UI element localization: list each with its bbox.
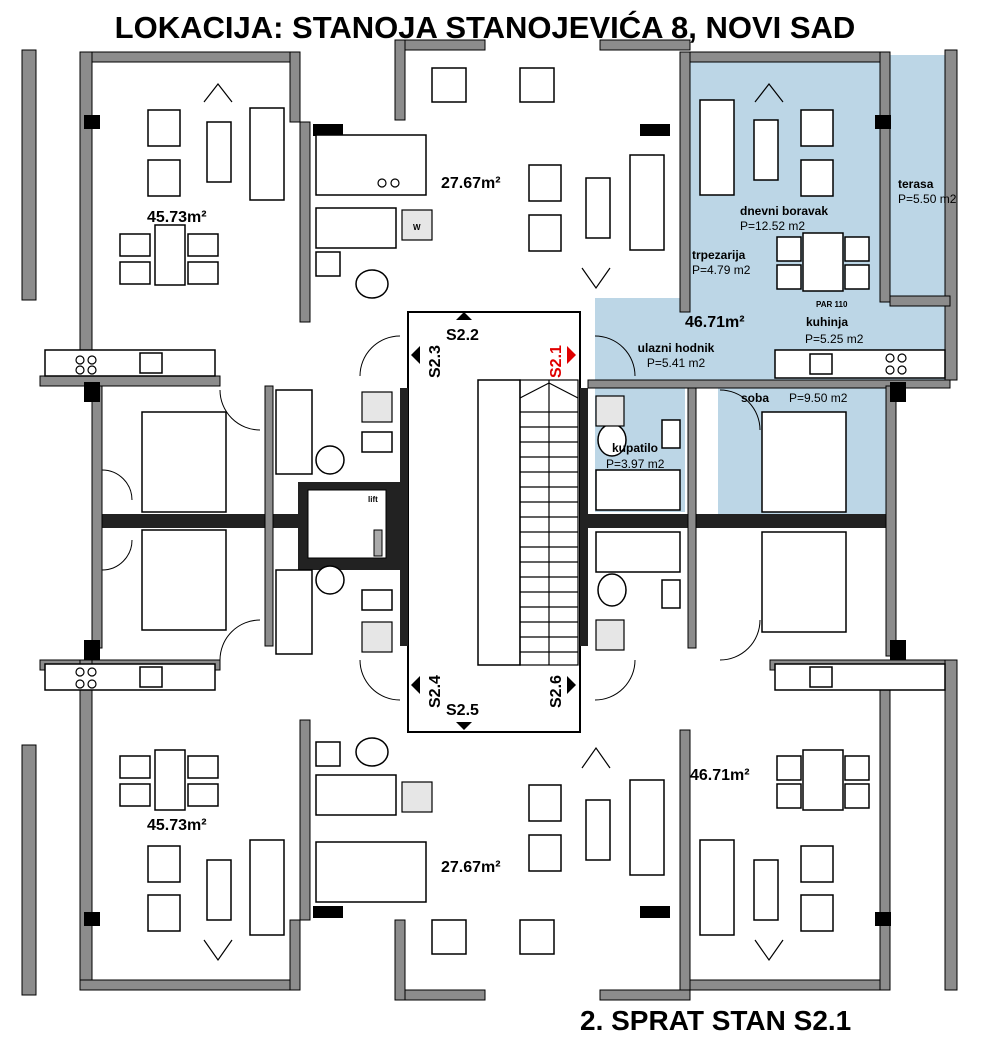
area-bottom-right: 46.71m²: [690, 767, 750, 784]
room-trpezarija-area: P=4.79 m2: [692, 263, 751, 277]
room-terasa-name: terasa: [898, 177, 934, 191]
stairwell: [407, 311, 581, 733]
floor-unit-label: 2. SPRAT STAN S2.1: [580, 1005, 851, 1036]
party-wall-left: [92, 514, 300, 528]
furniture-top-mid: W: [315, 67, 665, 299]
furniture-bottom-mid: [315, 737, 665, 955]
room-ulazni-hodnik-area: P=5.41 m2: [647, 356, 706, 370]
marker-s2-2: S2.2: [446, 327, 479, 344]
area-bottom-left: 45.73m²: [147, 817, 207, 834]
room-labels: terasa P=5.50 m2 dnevni boravak P=12.52 …: [606, 177, 957, 471]
marker-s2-4-arrow: [411, 676, 420, 694]
stair-railing: [477, 379, 521, 666]
location-title: LOKACIJA: STANOJA STANOJEVIĆA 8, NOVI SA…: [115, 9, 856, 45]
marker-s2-1-arrow: [567, 346, 576, 364]
marker-s2-2-arrow: [456, 312, 472, 320]
room-kuhinja-note: PAR 110: [816, 300, 848, 309]
room-terasa-area: P=5.50 m2: [898, 192, 957, 206]
furniture-bottom-left: [44, 663, 285, 962]
marker-s2-5-arrow: [456, 722, 472, 730]
room-dnevni-boravak-name: dnevni boravak: [740, 204, 828, 218]
area-top-right: 46.71m²: [685, 314, 745, 331]
doors: [101, 335, 761, 701]
room-dnevni-boravak-area: P=12.52 m2: [740, 219, 805, 233]
furniture-left-middle: [141, 389, 393, 655]
lift: lift: [298, 482, 408, 570]
area-bottom-mid: 27.67m²: [441, 859, 501, 876]
furniture-bottom-right: [699, 663, 946, 962]
furniture-top-right: [595, 83, 946, 513]
room-trpezarija-name: trpezarija: [692, 248, 746, 262]
furniture-top-left: [44, 83, 285, 377]
marker-s2-6-arrow: [567, 676, 576, 694]
room-ulazni-hodnik-name: ulazni hodnik: [638, 341, 715, 355]
room-kupatilo-area: P=3.97 m2: [606, 457, 665, 471]
room-soba-area: P=9.50 m2: [789, 391, 848, 405]
room-kuhinja-name: kuhinja: [806, 315, 848, 329]
washer-label: W: [413, 223, 421, 232]
marker-s2-6: S2.6: [548, 675, 565, 708]
furniture-right-middle: [595, 531, 847, 651]
lift-label: lift: [368, 495, 378, 504]
unit-markers: S2.2 S2.3 S2.1 S2.4 S2.5 S2.6: [411, 312, 576, 730]
marker-s2-1: S2.1: [548, 345, 565, 378]
marker-s2-3: S2.3: [427, 345, 444, 378]
marker-s2-3-arrow: [411, 346, 420, 364]
area-top-mid: 27.67m²: [441, 175, 501, 192]
party-wall-right: [580, 514, 890, 528]
marker-s2-5: S2.5: [446, 702, 479, 719]
marker-s2-4: S2.4: [427, 675, 444, 708]
area-top-left: 45.73m²: [147, 209, 207, 226]
room-kupatilo-name: kupatilo: [612, 441, 658, 455]
room-kuhinja-area: P=5.25 m2: [805, 332, 864, 346]
room-soba-name: soba: [741, 391, 769, 405]
